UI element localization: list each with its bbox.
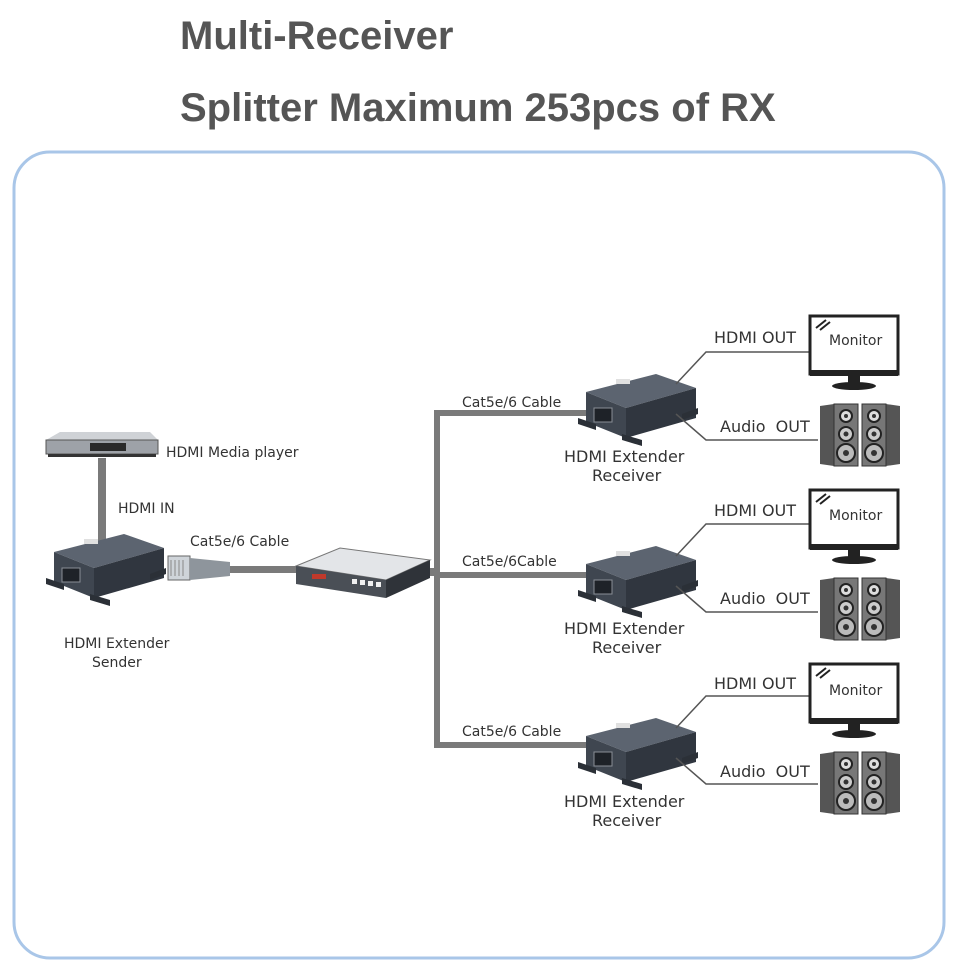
speaker-pair-icon	[820, 752, 900, 814]
receiver-1-label-line2: Receiver	[592, 466, 662, 485]
hdmi-in-label: HDMI IN	[118, 501, 175, 517]
receiver-1-cable	[438, 410, 586, 416]
receiver-1-cable-label: Cat5e/6 Cable	[462, 395, 561, 411]
receiver-1-monitor-label: Monitor	[829, 333, 882, 349]
hdmi-receiver-box-icon	[577, 373, 699, 447]
media-player-label: HDMI Media player	[166, 445, 299, 461]
receiver-3-monitor-label: Monitor	[829, 683, 882, 699]
hdmi-receiver-box-icon	[577, 717, 699, 791]
receiver-1-label-line1: HDMI Extender	[564, 447, 685, 466]
receiver-3-label-line1: HDMI Extender	[564, 792, 685, 811]
receiver-1-hdmi-out-label: HDMI OUT	[714, 328, 796, 347]
monitor-icon	[808, 488, 900, 566]
diagram-frame	[12, 150, 946, 960]
receiver-2-label-line2: Receiver	[592, 638, 662, 657]
receiver-3-cable-label: Cat5e/6 Cable	[462, 724, 561, 740]
receiver-2-hdmi-out-label: HDMI OUT	[714, 501, 796, 520]
receiver-2-cable-label: Cat5e/6Cable	[462, 554, 557, 570]
distribution-trunk-cable	[434, 410, 440, 748]
receiver-2-cable	[438, 572, 586, 578]
receiver-1-audio-out-label: Audio OUT	[720, 417, 810, 436]
monitor-icon	[808, 662, 900, 740]
title-line-1: Multi-Receiver	[180, 14, 454, 58]
speaker-pair-icon	[820, 404, 900, 466]
hdmi-receiver-box-icon	[577, 545, 699, 619]
network-switch-icon	[294, 547, 432, 598]
receiver-2-audio-out-label: Audio OUT	[720, 589, 810, 608]
receiver-3-cable	[438, 742, 586, 748]
hdmi-in-cable	[98, 458, 106, 546]
receiver-2-label-line1: HDMI Extender	[564, 619, 685, 638]
receiver-3-label-line2: Receiver	[592, 811, 662, 830]
media-player-icon	[45, 432, 159, 457]
receiver-2-monitor-label: Monitor	[829, 508, 882, 524]
sender-cable	[230, 566, 296, 573]
hdmi-sender-box-icon	[45, 533, 167, 607]
speaker-pair-icon	[820, 578, 900, 640]
receiver-3-hdmi-out-label: HDMI OUT	[714, 674, 796, 693]
sender-cable-label: Cat5e/6 Cable	[190, 534, 289, 550]
sender-label-line1: HDMI Extender	[64, 636, 170, 652]
rj45-connector-icon	[167, 555, 230, 581]
monitor-icon	[808, 314, 900, 392]
receiver-3-audio-out-label: Audio OUT	[720, 762, 810, 781]
title-line-2: Splitter Maximum 253pcs of RX	[180, 86, 776, 130]
sender-label-line2: Sender	[92, 655, 142, 671]
